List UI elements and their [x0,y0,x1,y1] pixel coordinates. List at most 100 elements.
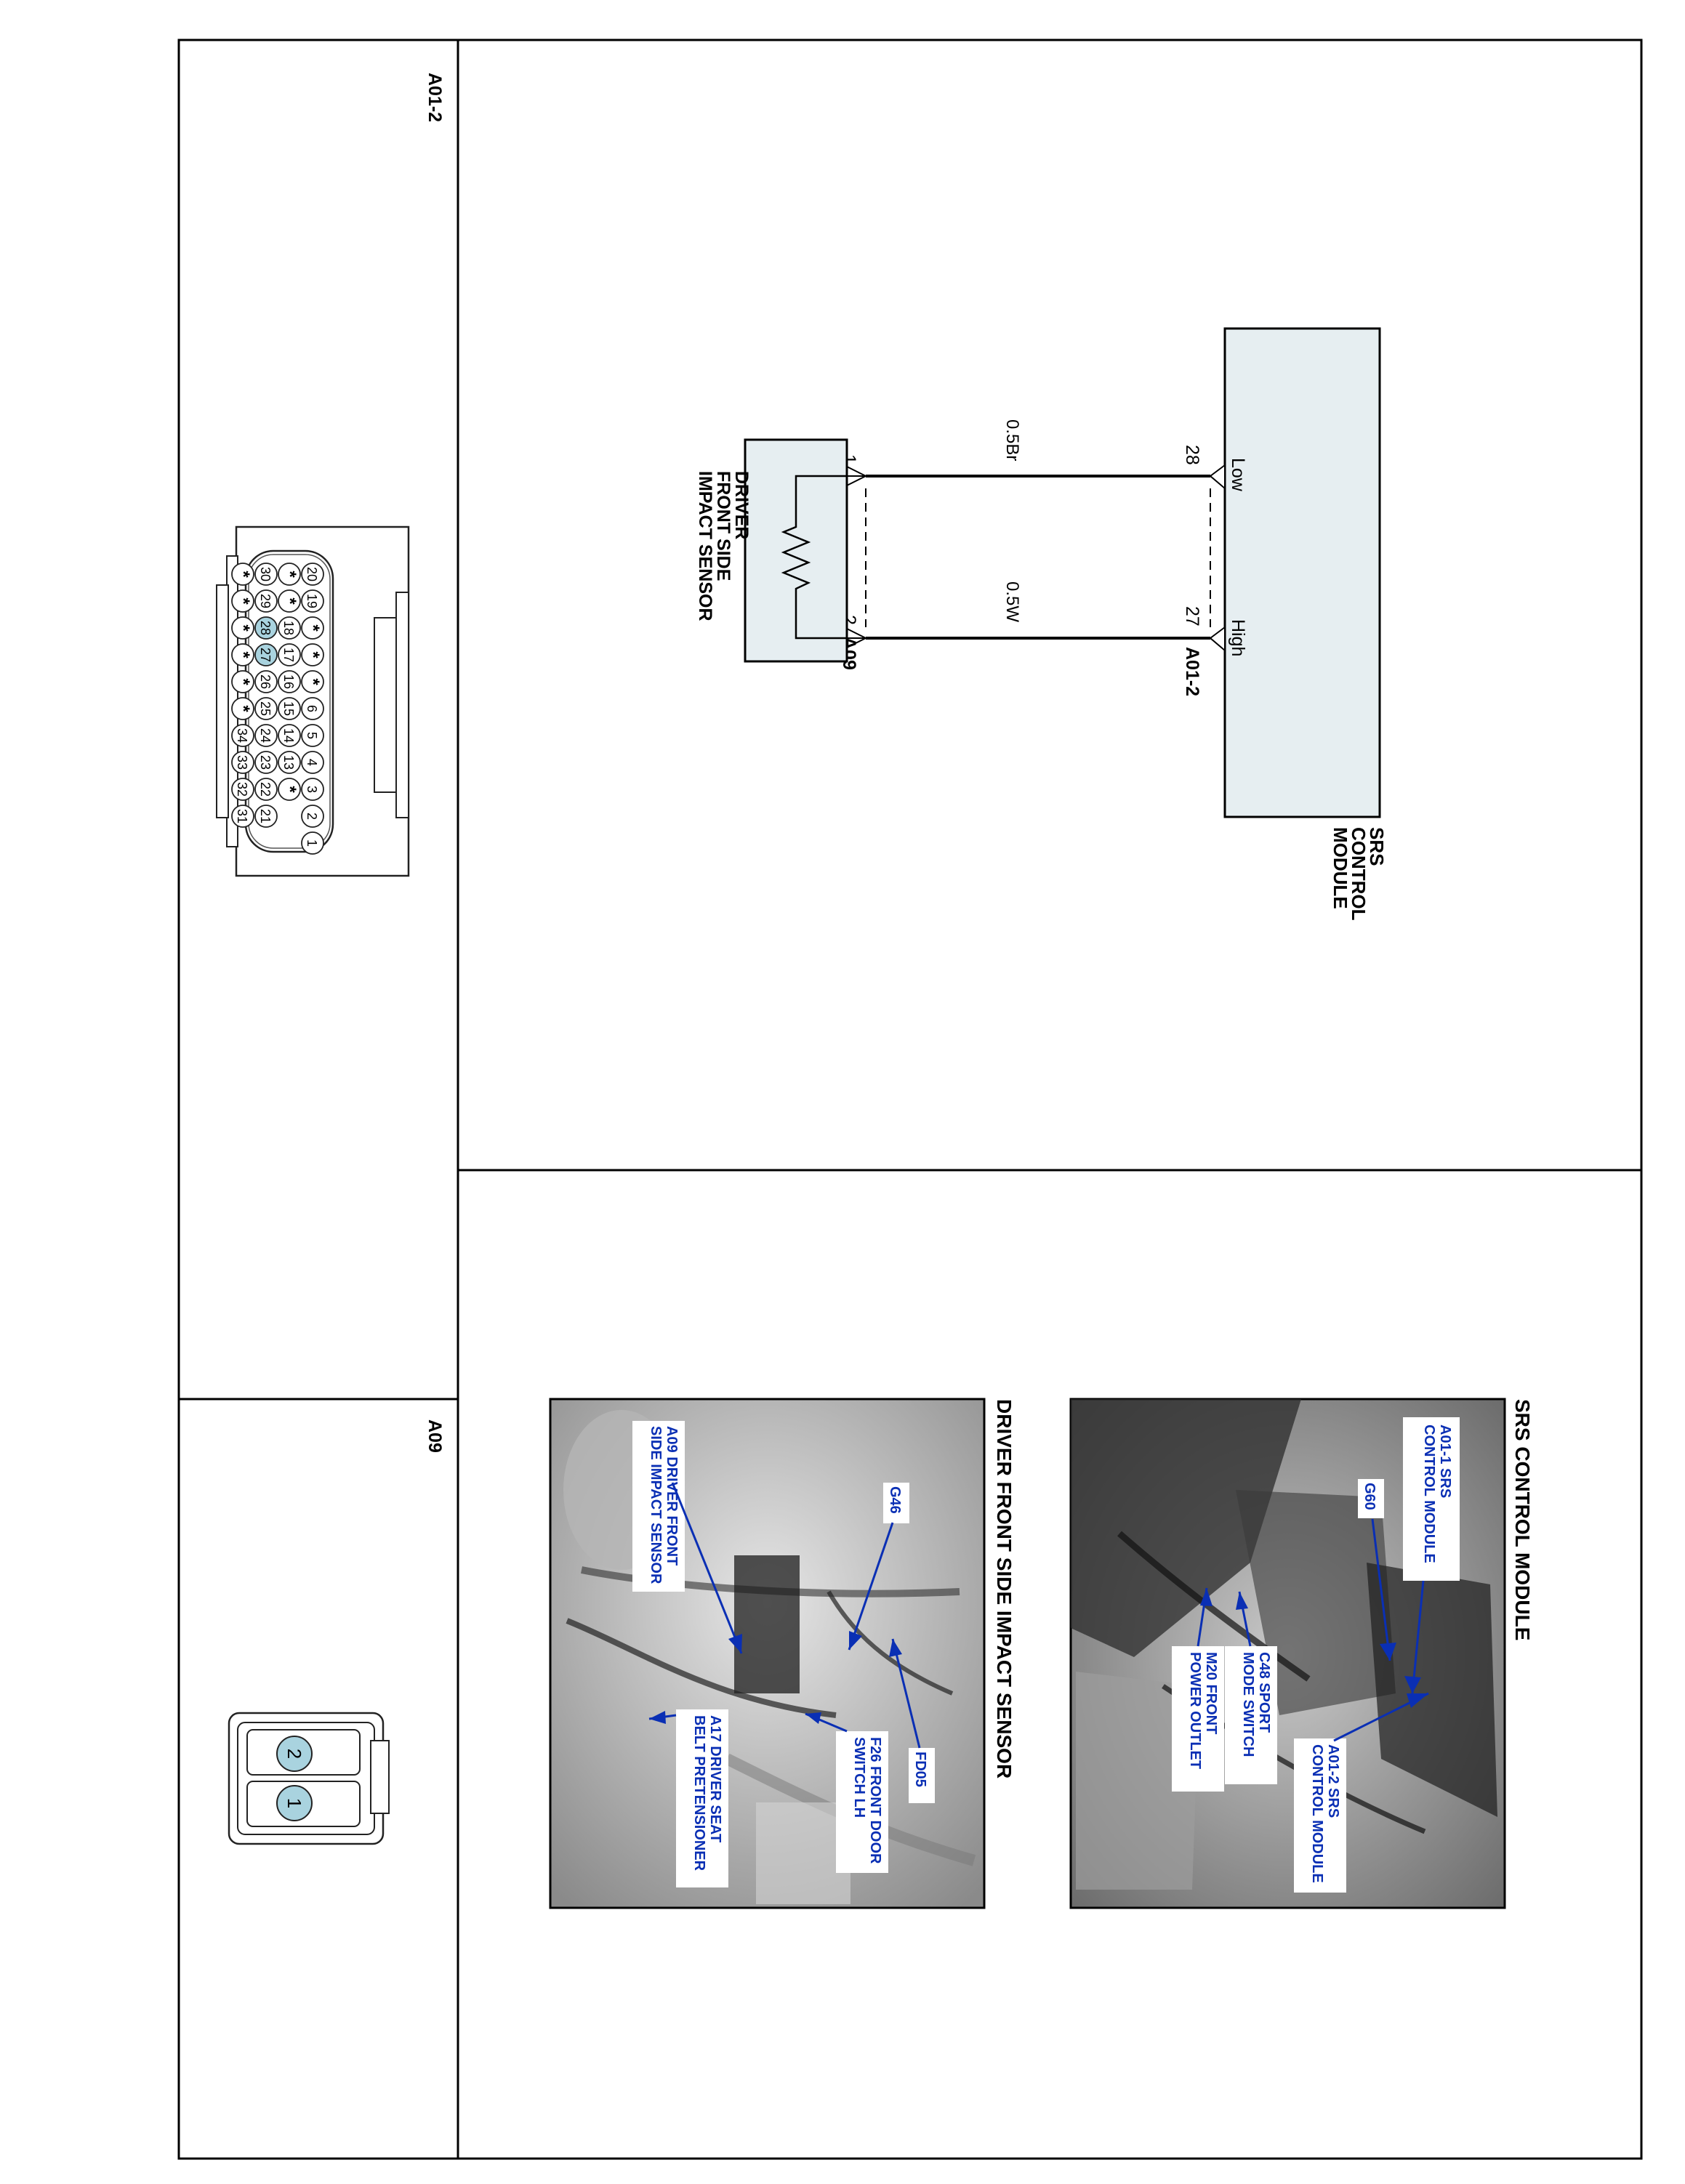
connector-a01-2-pin: * [231,697,254,720]
svg-text:MODE SWITCH: MODE SWITCH [1240,1652,1256,1757]
callout-a09: A09 DRIVER FRONT SIDE IMPACT SENSOR [632,1421,743,1654]
impact-sensor-photo-title: DRIVER FRONT SIDE IMPACT SENSOR [993,1399,1016,1778]
svg-text:*: * [233,678,253,685]
connector-a01-2-pin: 31 [231,805,254,828]
svg-text:25: 25 [258,701,273,716]
pin-28-number: 28 [1182,445,1202,465]
connector-a01-2-pin: * [278,778,301,801]
impact-sensor-title: DRIVER FRONT SIDE IMPACT SENSOR [695,471,752,621]
callout-c48: C48 SPORT MODE SWITCH [1225,1591,1277,1784]
callout-a17: A17 DRIVER SEAT BELT PRETENSIONER [648,1709,728,1887]
connector-a01-2-pin: 6 [301,697,324,720]
svg-text:*: * [233,571,253,578]
svg-text:29: 29 [258,594,273,608]
svg-text:13: 13 [281,755,296,770]
pin-27-number: 27 [1182,606,1202,626]
svg-text:*: * [303,624,323,632]
sensor-terminal-1 [846,466,866,486]
connector-a01-2-pin: 26 [254,670,278,693]
connector-a01-2-pin: 3 [301,778,324,801]
connector-a01-2-pins: 2019***654321**181716151413*302928272625… [231,563,324,855]
connector-a01-2-pin: * [231,643,254,666]
svg-text:18: 18 [281,621,296,635]
connector-a01-2-pin: 1 [301,831,324,855]
svg-text:28: 28 [258,621,273,635]
connector-a01-2-pin: 28 [254,616,278,640]
connector-a01-2-pin: 2 [301,805,324,828]
svg-text:A17 DRIVER SEAT: A17 DRIVER SEAT [707,1715,723,1842]
svg-text:6: 6 [305,705,319,712]
connector-panel-a09: A09 [425,1419,445,1453]
svg-text:SWITCH LH: SWITCH LH [851,1737,867,1818]
svg-text:SRS CONTROL MODULE: SRS CONTROL MODULE [1511,1399,1534,1640]
svg-text:A01-1 SRS: A01-1 SRS [1437,1425,1453,1498]
svg-text:POWER OUTLET: POWER OUTLET [1187,1652,1203,1769]
connector-a01-2-pin: 19 [301,589,324,613]
connector-a01-2-pin: 27 [254,643,278,666]
connector-panel-a01-2: A01-2 [425,73,445,122]
svg-text:G46: G46 [887,1486,903,1514]
svg-text:SIDE IMPACT SENSOR: SIDE IMPACT SENSOR [648,1426,664,1584]
callout-g60: G60 [1358,1479,1396,1661]
svg-text:C48 SPORT: C48 SPORT [1256,1652,1272,1733]
svg-text:24: 24 [258,728,273,743]
svg-text:*: * [233,705,253,712]
svg-text:BELT PRETENSIONER: BELT PRETENSIONER [691,1715,707,1871]
connector-a01-2-pin: 30 [254,563,278,586]
callout-fd05: FD05 [889,1638,935,1803]
connector-a01-2-pin: * [231,670,254,693]
svg-text:*: * [280,597,299,605]
svg-text:SRS: SRS [1366,827,1388,866]
svg-text:31: 31 [235,809,249,823]
connector-a01-2-pin: 14 [278,724,301,747]
connector-a01-2-pin: 22 [254,778,278,801]
svg-text:*: * [233,651,253,658]
svg-text:22: 22 [258,782,273,797]
svg-text:IMPACT SENSOR: IMPACT SENSOR [695,471,715,621]
svg-text:17: 17 [281,648,296,662]
svg-text:*: * [280,571,299,578]
connector-a01-2-pin: 20 [301,563,324,586]
svg-text:26: 26 [258,674,273,689]
connector-a01-2-pin: 25 [254,697,278,720]
wire-low-gauge-color: 0.5Br [1002,419,1022,461]
sensor-resistor-symbol [781,475,847,640]
svg-text:14: 14 [281,728,296,743]
srs-control-module-box [1223,327,1381,818]
terminal-arrow-pin-27 [1209,626,1226,653]
terminal-arrow-pin-28 [1209,464,1226,491]
connector-a01-2-pin: 21 [254,805,278,828]
svg-text:DRIVER: DRIVER [731,471,752,539]
connector-id-a09: A09 [425,1419,445,1453]
callout-f26: F26 FRONT DOOR SWITCH LH [805,1712,888,1873]
svg-text:DRIVER FRONT SIDE IMPACT SENSO: DRIVER FRONT SIDE IMPACT SENSOR [993,1399,1016,1778]
connector-a01-2-pin: 17 [278,643,301,666]
svg-text:21: 21 [258,809,273,823]
connector-id-a01-2: A01-2 [425,73,445,122]
connector-a01-2-pin: * [301,616,324,640]
callout-a01-2: A01-2 SRS CONTROL MODULE [1294,1692,1429,1893]
callout-a01-1: A01-1 SRS CONTROL MODULE [1403,1417,1460,1694]
connector-a01-2-pin: * [301,643,324,666]
connector-a01-2-pin: 18 [278,616,301,640]
svg-text:MODULE: MODULE [1330,827,1351,909]
svg-text:23: 23 [258,755,273,770]
connector-a01-2-pin: * [231,616,254,640]
connector-a01-2-pin: 32 [231,778,254,801]
pin-high-label: High [1228,619,1248,656]
svg-text:19: 19 [305,594,319,608]
svg-text:CONTROL MODULE: CONTROL MODULE [1309,1744,1325,1883]
srs-photo-title: SRS CONTROL MODULE [1511,1399,1534,1640]
svg-text:M20 FRONT: M20 FRONT [1203,1652,1219,1734]
svg-text:3: 3 [305,786,319,793]
svg-text:5: 5 [305,732,319,739]
wire-high-gauge-color: 0.5W [1002,581,1022,622]
connector-a01-2-pin: * [278,563,301,586]
connector-a01-2-pin: * [278,589,301,613]
connector-a01-2-pin: 34 [231,724,254,747]
connector-a01-2-pin: 16 [278,670,301,693]
sensor-terminal-2 [846,628,866,648]
svg-text:*: * [303,678,323,685]
connector-a01-2-pin: * [301,670,324,693]
